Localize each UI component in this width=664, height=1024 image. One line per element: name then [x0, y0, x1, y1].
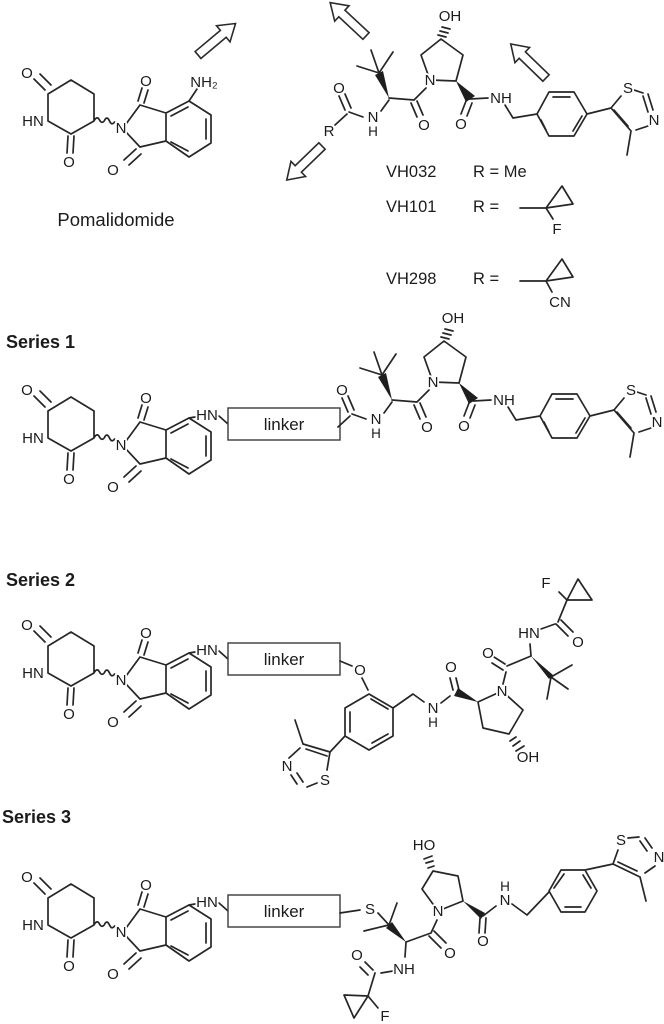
atom-label: S: [365, 901, 375, 918]
atom-label: O: [444, 945, 456, 962]
atom-label: H: [500, 879, 510, 894]
atom-label: N: [282, 758, 293, 775]
aniline-nh2-bond: [188, 88, 198, 102]
series-3-group: Series 3 S HO N O H N O NH O F S N: [2, 807, 664, 1024]
vhl-structure: R: [322, 6, 662, 157]
series3-pomalidomide-linker: [21, 869, 340, 983]
atom-label: N: [500, 892, 511, 909]
vh-variant-rdef: R =: [473, 270, 499, 288]
series-title: Series 2: [6, 570, 75, 590]
vh-variant-rdef: R =: [473, 198, 499, 216]
atom-label: S: [320, 772, 330, 789]
stereo-wedge: [454, 688, 478, 702]
stereo-wedge: [531, 656, 553, 679]
series-2-group: Series 2 O N H O N OH O HN O F N S: [6, 570, 593, 791]
atom-label: O: [477, 933, 489, 950]
series2-vhl-ligand: O N H O N OH O HN O F N S: [280, 573, 593, 791]
stereo-wedge: [386, 922, 406, 942]
atom-label: F: [380, 1008, 389, 1024]
arrow-up-left-icon: [502, 35, 555, 87]
vh-variants-table: VH032 R = Me VH101 R = F VH298 R = CN: [386, 163, 574, 313]
stereo-wedge: [463, 901, 485, 919]
atom-label: O: [572, 634, 584, 651]
atom-label: F: [541, 575, 550, 592]
atom-label: H: [428, 715, 438, 730]
pomalidomide-structure: NH₂ Pomalidomide: [19, 63, 220, 230]
atom-label: HO: [413, 837, 436, 854]
series3-bonds: [339, 836, 656, 1019]
series-title: Series 1: [6, 332, 75, 352]
vh-variant-row: VH032 R = Me: [386, 163, 527, 181]
arrow-up-left-icon: [322, 0, 374, 45]
vh-variant-name: VH032: [386, 163, 436, 181]
atom-label: CN: [549, 294, 571, 311]
atom-label: O: [482, 645, 494, 662]
series-1-group: Series 1: [6, 308, 664, 496]
vh-variant-row: VH298 R = CN: [386, 258, 574, 313]
atom-label: O: [445, 659, 457, 676]
atom-label: O: [351, 947, 363, 964]
vh-variant-row: VH101 R = F: [386, 185, 574, 240]
arrow-down-left-icon: [278, 137, 331, 189]
series1-pomalidomide-linker: [21, 382, 340, 496]
atom-label: F: [552, 221, 561, 238]
series3-vhl-ligand: S HO N O H N O NH O F S N: [339, 830, 664, 1024]
vh-variant-name: VH298: [386, 270, 436, 288]
atom-label: S: [616, 832, 626, 849]
vh-variant-name: VH101: [386, 198, 436, 216]
series2-pomalidomide-linker: [21, 617, 340, 731]
series-title: Series 3: [2, 807, 71, 827]
atom-label: NH₂: [190, 74, 218, 91]
pomalidomide-caption: Pomalidomide: [57, 209, 174, 230]
arrow-up-right-icon: [190, 14, 244, 64]
atom-label: N: [428, 700, 439, 717]
cyanocyclopropyl-bonds: [519, 258, 574, 293]
atom-label: N: [497, 683, 508, 700]
series1-vhl-ligand: [334, 308, 664, 459]
series2-bonds: [288, 578, 593, 788]
atom-label: OH: [517, 749, 540, 766]
fluorocyclopropyl-bonds: [519, 185, 574, 220]
atom-label: N: [654, 849, 664, 866]
atom-label: N: [433, 903, 444, 920]
vh-variant-rdef: R = Me: [473, 163, 527, 181]
atom-label: NH: [393, 961, 415, 978]
atom-label: HN: [518, 625, 540, 642]
atom-label: O: [354, 662, 366, 679]
atom-label: R: [324, 123, 335, 140]
